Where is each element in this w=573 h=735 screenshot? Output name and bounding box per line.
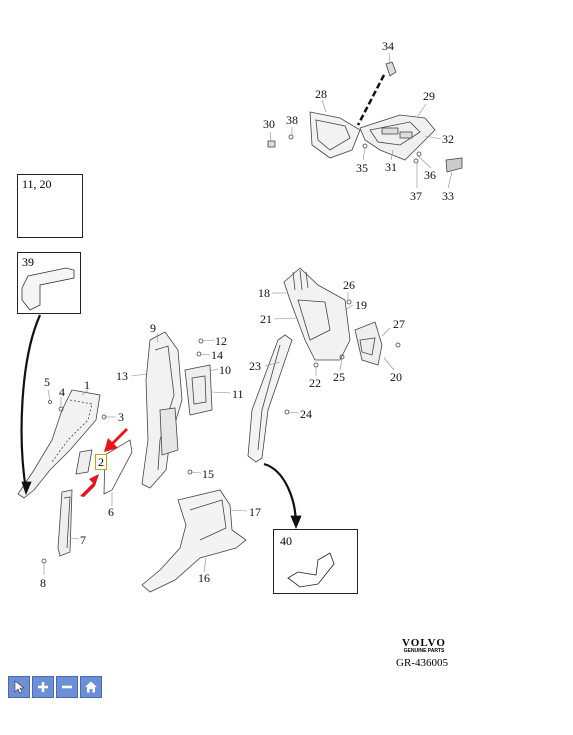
callout-10: 10 — [219, 363, 231, 377]
callout-32: 32 — [442, 132, 454, 146]
callout-37: 37 — [410, 189, 422, 203]
mat-box-label: 40 — [280, 534, 292, 548]
callout-17: 17 — [249, 505, 261, 519]
callout-28: 28 — [315, 87, 327, 101]
callout-20: 20 — [390, 370, 402, 384]
a-pillar-strip — [247, 334, 293, 463]
home-button[interactable] — [80, 676, 102, 698]
viewer-toolbar — [8, 676, 102, 698]
red-arrow-upper — [104, 428, 128, 452]
callout-34: 34 — [382, 39, 394, 53]
callout-9: 9 — [150, 321, 156, 335]
callout-27: 27 — [393, 317, 405, 331]
callout-1: 1 — [84, 378, 90, 392]
spring-detail-box: 11, 20 — [17, 174, 83, 238]
zoom-in-button[interactable] — [32, 676, 54, 698]
plus-icon — [38, 682, 48, 692]
left-pillar-assembly — [17, 389, 133, 564]
logo-subtitle: GENUINE PARTS — [403, 648, 445, 654]
callout-6: 6 — [108, 505, 114, 519]
callout-13: 13 — [116, 369, 128, 383]
callout-24: 24 — [300, 407, 312, 421]
callout-5: 5 — [44, 375, 50, 389]
center-pillar-assembly — [141, 331, 247, 593]
cursor-icon — [14, 680, 25, 694]
callout-33: 33 — [442, 189, 454, 203]
callout-11: 11 — [232, 387, 244, 401]
spring-box-label: 11, 20 — [22, 177, 52, 191]
callout-26: 26 — [343, 278, 355, 292]
mat-detail-box: 40 — [273, 529, 358, 594]
callout-35: 35 — [356, 161, 368, 175]
volvo-logo: VOLVO GENUINE PARTS — [398, 637, 450, 654]
callout-29: 29 — [423, 89, 435, 103]
callout-2: 2 — [95, 454, 107, 470]
callout-3: 3 — [118, 410, 124, 424]
callout-15: 15 — [202, 467, 214, 481]
handle-box-label: 39 — [22, 255, 34, 269]
grab-handle-icon — [21, 267, 75, 311]
home-icon — [85, 681, 97, 693]
callout-19: 19 — [355, 298, 367, 312]
callout-4: 4 — [59, 385, 65, 399]
callout-21: 21 — [260, 312, 272, 326]
handle-detail-box: 39 — [17, 252, 81, 314]
callout-38: 38 — [286, 113, 298, 127]
red-arrow-lower — [80, 474, 99, 497]
callout-18: 18 — [258, 286, 270, 300]
callout-25: 25 — [333, 370, 345, 384]
minus-icon — [62, 685, 72, 689]
callout-12: 12 — [215, 334, 227, 348]
mat-icon — [287, 552, 335, 588]
diagram-reference: GR-436005 — [396, 657, 448, 669]
callout-36: 36 — [424, 168, 436, 182]
callout-22: 22 — [309, 376, 321, 390]
roof-console-assembly — [267, 61, 463, 173]
callout-14: 14 — [211, 348, 223, 362]
callout-31: 31 — [385, 160, 397, 174]
callout-16: 16 — [198, 571, 210, 585]
upper-pillar-assembly — [283, 267, 401, 368]
callout-30: 30 — [263, 117, 275, 131]
zoom-out-button[interactable] — [56, 676, 78, 698]
logo-brand: VOLVO — [402, 637, 446, 649]
pointer-tool-button[interactable] — [8, 676, 30, 698]
callout-23: 23 — [249, 359, 261, 373]
callout-8: 8 — [40, 576, 46, 590]
callout-7: 7 — [80, 533, 86, 547]
